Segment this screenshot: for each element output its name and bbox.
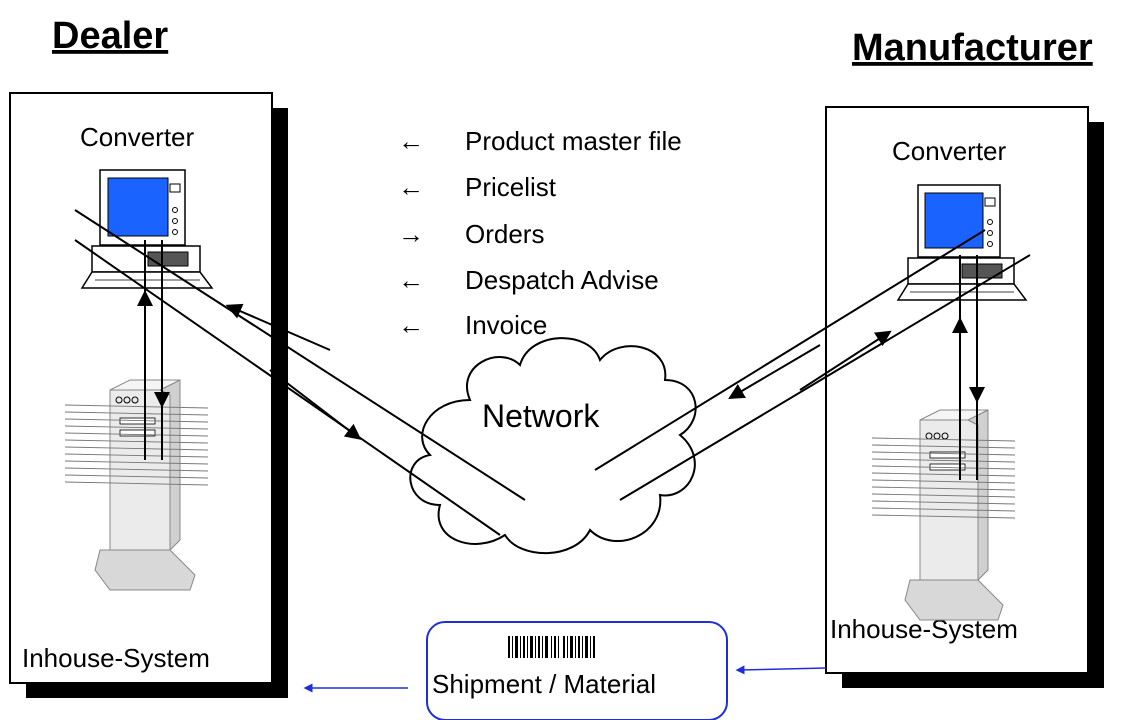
dealer-title: Dealer	[52, 15, 168, 57]
dealer-computer-icon	[80, 169, 214, 289]
dealer-server-icon	[64, 379, 209, 591]
dealer-converter-label: Converter	[80, 122, 194, 152]
manufacturer-server-icon	[871, 409, 1016, 621]
shipment-label: Shipment / Material	[432, 669, 656, 699]
network-cloud-icon: Network	[409, 337, 697, 555]
message-arrow: →	[398, 219, 424, 249]
message-arrow: ←	[398, 265, 424, 295]
message-label: Pricelist	[465, 172, 557, 202]
message-item: ← Invoice	[398, 310, 547, 340]
network-label: Network	[482, 398, 600, 434]
message-item: ← Product master file	[398, 126, 682, 156]
message-arrow: ←	[398, 310, 424, 340]
message-arrow: ←	[398, 126, 424, 156]
dealer-inhouse-label: Inhouse-System	[22, 643, 210, 673]
message-label: Despatch Advise	[465, 265, 659, 295]
shipment-box-frame	[426, 621, 728, 720]
manufacturer-vertical-lines	[959, 255, 978, 480]
manufacturer-network-links	[594, 229, 1031, 501]
manufacturer-converter-label: Converter	[892, 136, 1006, 166]
message-item: → Orders	[398, 219, 544, 249]
shipment-arrows	[303, 665, 827, 693]
barcode-icon	[508, 636, 595, 658]
message-arrow: ←	[398, 172, 424, 202]
message-list: ← Product master file ← Pricelist → Orde…	[398, 126, 682, 340]
manufacturer-vertical-arrows	[952, 255, 985, 480]
manufacturer-title: Manufacturer	[852, 27, 1093, 69]
message-item: ← Pricelist	[398, 172, 557, 202]
message-label: Invoice	[465, 310, 547, 340]
message-label: Product master file	[465, 126, 682, 156]
dealer-network-links	[74, 209, 526, 536]
shipment-box: Shipment / Material	[426, 621, 728, 720]
message-item: ← Despatch Advise	[398, 265, 659, 295]
message-label: Orders	[465, 219, 544, 249]
